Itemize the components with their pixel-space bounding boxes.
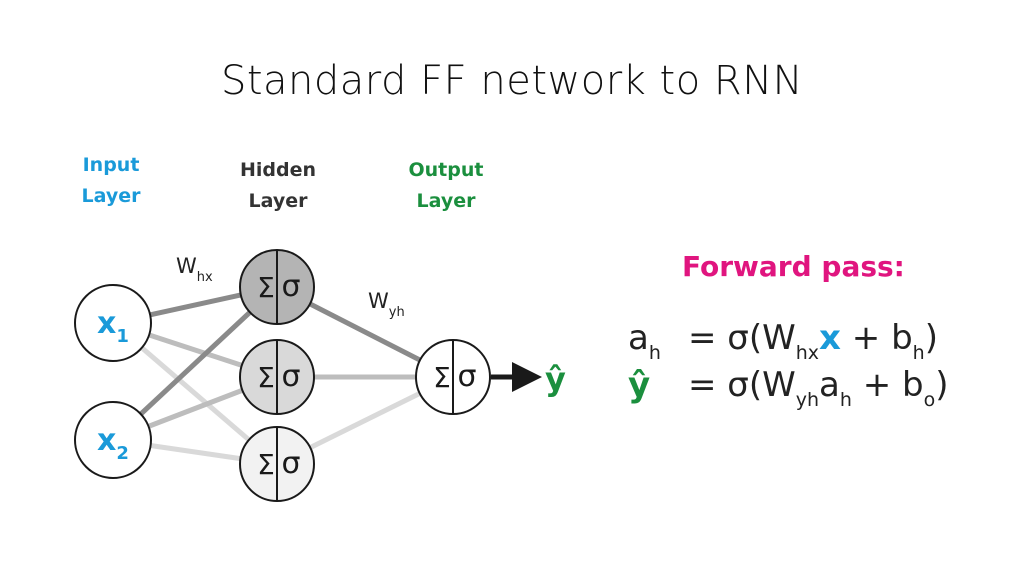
eq2-part2-sub: o — [923, 389, 936, 411]
input-node-label: x1 — [97, 306, 129, 347]
edge-h1-out — [308, 301, 422, 363]
sigma-activation-icon: σ — [457, 359, 476, 394]
hidden-layer-label: Hidden Layer — [218, 155, 338, 217]
input-layer-label-line1: Input — [82, 154, 140, 176]
input-layer-label-line2: Layer — [81, 185, 141, 207]
edge-x1-h1 — [148, 292, 242, 318]
input-layer-label: Input Layer — [51, 150, 171, 212]
slide-title: Standard FF network to RNN — [220, 58, 804, 104]
edge-x2-h1 — [138, 310, 252, 417]
input-var: x — [97, 423, 116, 458]
weight-label-w-hx: Whx — [176, 254, 213, 285]
sum-symbol-icon: Σ — [257, 271, 275, 304]
input-node-label: x2 — [97, 423, 129, 464]
forward-pass-title: Forward pass: — [682, 250, 905, 283]
w-yh-sub: yh — [389, 305, 405, 320]
eq2-part1-sub: yh — [795, 389, 820, 411]
hidden-layer-label-line1: Hidden — [239, 159, 317, 181]
output-y-hat: ŷ — [545, 360, 566, 398]
input-node-x2: x2 — [74, 401, 152, 479]
eq1-lhs: ah — [628, 318, 688, 364]
eq1-part2: + b — [840, 318, 913, 358]
input-sub: 1 — [116, 326, 129, 347]
input-node-x1: x1 — [74, 284, 152, 362]
sigma-activation-icon: σ — [281, 359, 300, 394]
edge-x1-h2 — [147, 332, 243, 368]
equation-output: ŷ = σ(Wyhah + bo) — [628, 365, 949, 411]
sum-symbol-icon: Σ — [257, 448, 275, 481]
output-layer-label: Output Layer — [386, 155, 506, 217]
eq1-lhs-main: a — [628, 318, 649, 358]
eq2-close: ) — [935, 365, 949, 405]
eq2-part2: + b — [851, 365, 924, 405]
sigma-activation-icon: σ — [281, 269, 300, 304]
eq1-close: ) — [924, 318, 938, 358]
eq1-part2-sub: h — [912, 342, 925, 364]
equation-hidden: ah= σ(Whxx + bh) — [628, 318, 938, 364]
eq2-lhs: ŷ — [628, 365, 651, 405]
sum-symbol-icon: Σ — [433, 361, 451, 394]
eq1-part1-sub: hx — [795, 342, 820, 364]
eq2-a-sub: h — [839, 389, 852, 411]
weight-label-w-yh: Wyh — [368, 289, 405, 320]
eq1-lhs-sub: h — [648, 342, 661, 364]
w-hx-sub: hx — [197, 270, 213, 285]
input-var: x — [97, 306, 116, 341]
output-layer-label-line1: Output — [408, 159, 484, 181]
edge-x2-h3 — [149, 442, 241, 462]
output-layer-label-line2: Layer — [416, 190, 476, 212]
w-yh-main: W — [368, 289, 389, 313]
eq2-part1: = σ(W — [688, 365, 796, 405]
edge-h3-out — [309, 391, 421, 450]
sigma-activation-icon: σ — [281, 446, 300, 481]
edge-x1-h3 — [139, 345, 251, 442]
eq1-part1: = σ(W — [688, 318, 796, 358]
sum-symbol-icon: Σ — [257, 361, 275, 394]
eq2-a: a — [819, 365, 840, 405]
eq1-x: x — [819, 318, 841, 358]
hidden-layer-label-line2: Layer — [248, 190, 308, 212]
w-hx-main: W — [176, 254, 197, 278]
input-sub: 2 — [116, 443, 129, 464]
edges-group — [138, 292, 422, 462]
edge-x2-h2 — [146, 387, 244, 430]
